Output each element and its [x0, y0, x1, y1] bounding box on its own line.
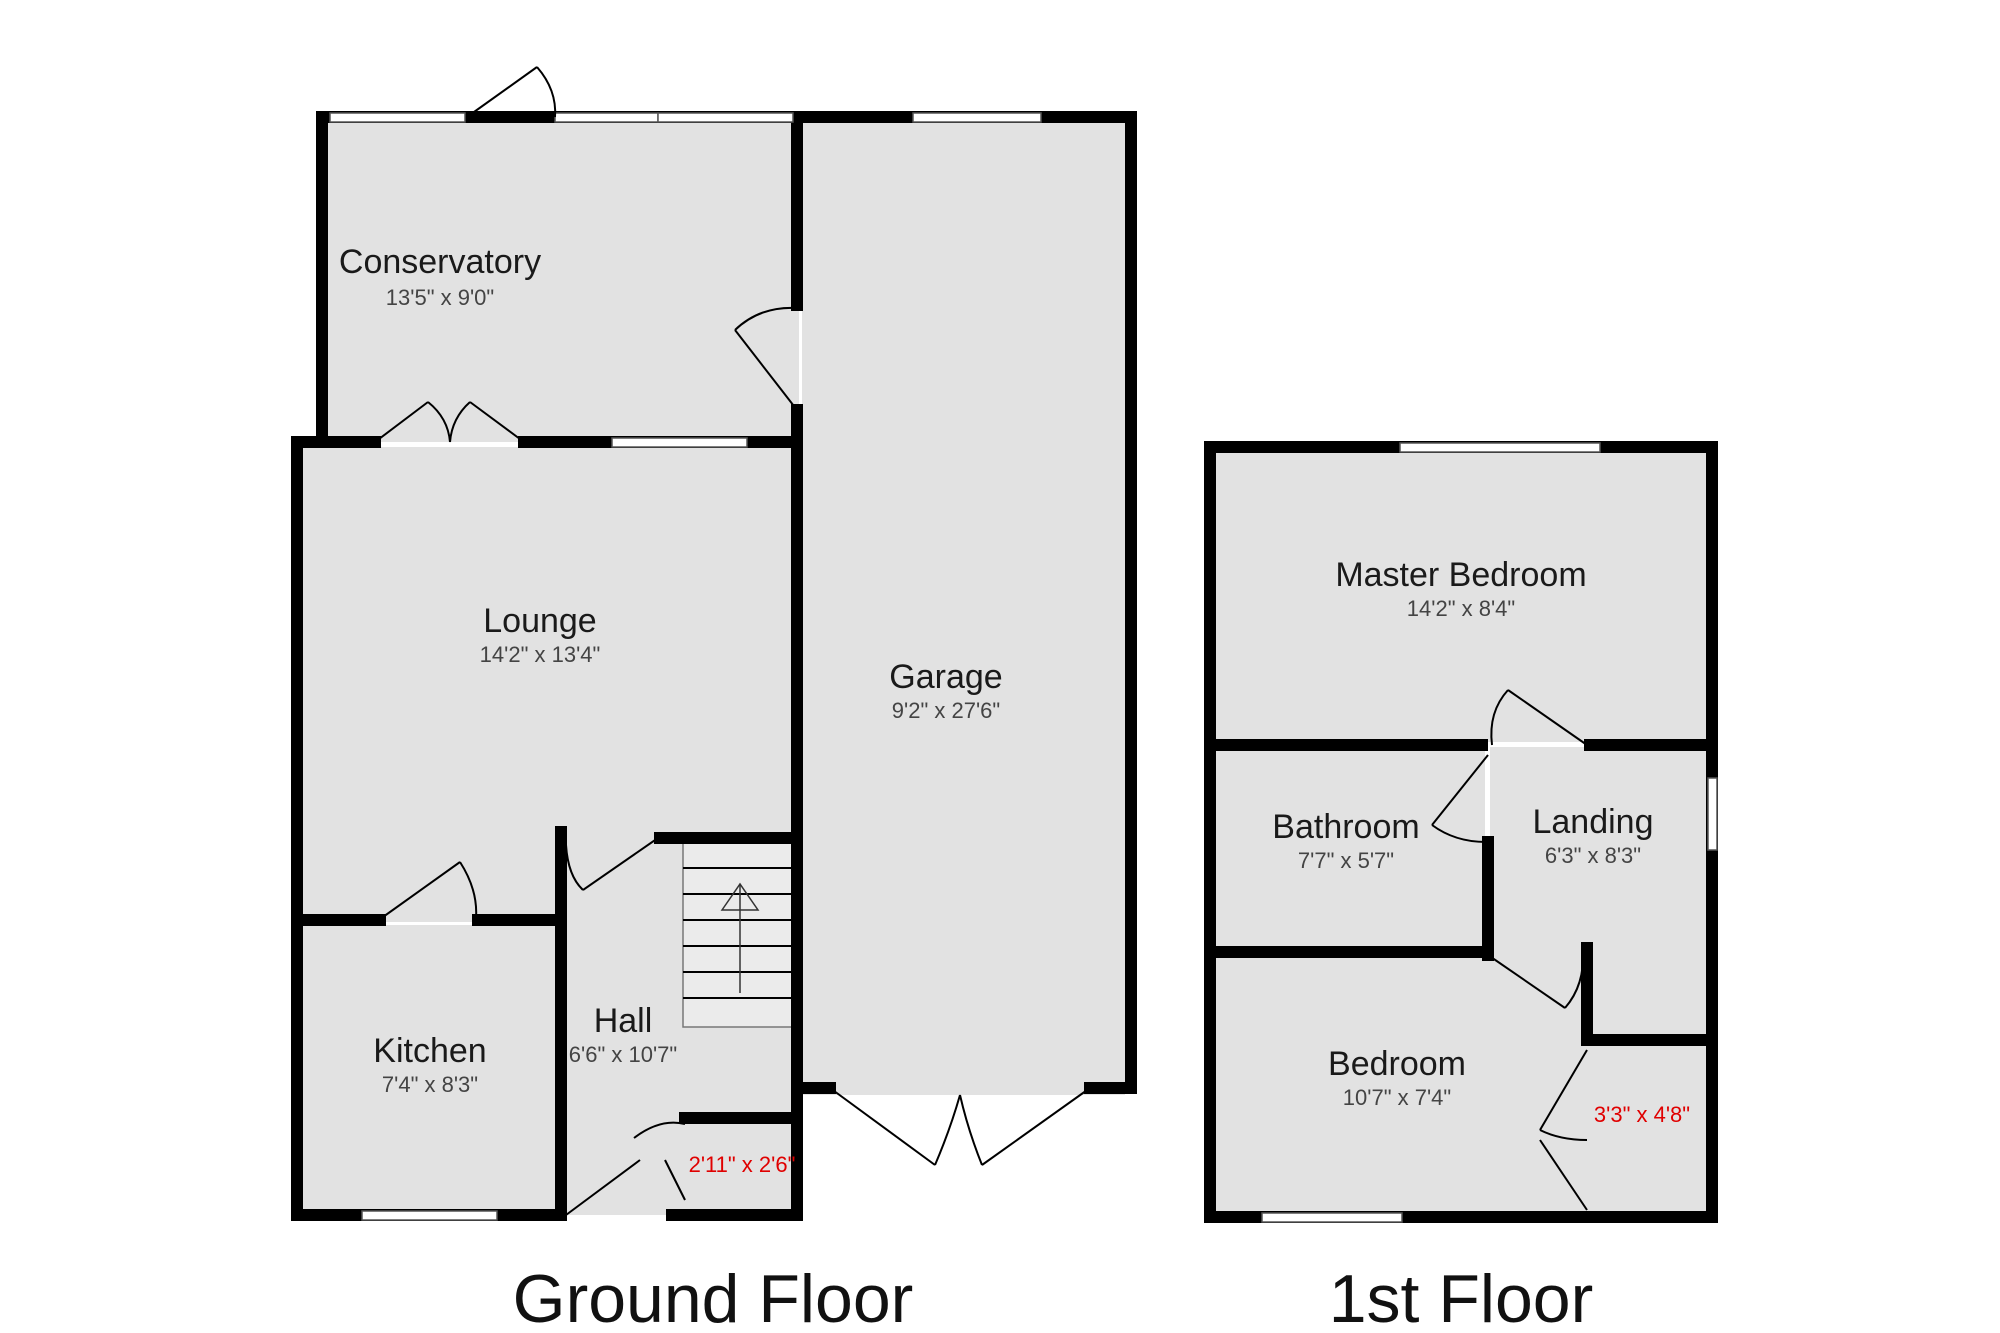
first-floor: Master Bedroom 14'2" x 8'4" Bathroom 7'7…	[1204, 441, 1718, 1333]
cupboard-ground-dims: 2'11" x 2'6"	[689, 1152, 796, 1177]
conservatory-window-mid	[554, 112, 659, 123]
hall-dims: 6'6" x 10'7"	[569, 1042, 677, 1067]
kitchen-window	[361, 1210, 498, 1221]
first-floor-doors	[1431, 689, 1588, 1211]
landing-label: Landing	[1532, 803, 1653, 841]
conservatory-label: Conservatory	[339, 243, 541, 281]
conservatory-window-left	[329, 112, 466, 123]
master-bedroom-dims: 14'2" x 8'4"	[1407, 596, 1515, 621]
garage-label: Garage	[889, 658, 1002, 696]
bathroom-area	[1210, 747, 1485, 947]
lounge-label: Lounge	[483, 602, 596, 640]
lounge-window	[611, 437, 748, 448]
bathroom-label: Bathroom	[1272, 808, 1419, 846]
master-bedroom-area	[1210, 447, 1712, 742]
conservatory-area	[322, 117, 799, 442]
lounge-dims: 14'2" x 13'4"	[480, 642, 601, 667]
landing-window	[1707, 777, 1718, 851]
master-bedroom-window	[1399, 442, 1601, 453]
kitchen-dims: 7'4" x 8'3"	[382, 1072, 478, 1097]
ground-floor-doors	[374, 66, 1091, 1216]
kitchen-label: Kitchen	[373, 1032, 486, 1070]
bedroom-area	[1210, 955, 1712, 1220]
master-bedroom-label: Master Bedroom	[1335, 556, 1586, 594]
bedroom-window	[1261, 1212, 1403, 1223]
bedroom-dims: 10'7" x 7'4"	[1343, 1085, 1451, 1110]
cupboard-ground-area	[685, 1122, 797, 1216]
conservatory-dims: 13'5" x 9'0"	[386, 285, 494, 310]
first-floor-title: 1st Floor	[1329, 1261, 1594, 1333]
kitchen-area	[301, 925, 559, 1215]
ground-floor-title: Ground Floor	[513, 1261, 914, 1333]
garage-area	[802, 122, 1125, 1095]
ground-floor: Conservatory 13'5" x 9'0" Lounge 14'2" x…	[291, 66, 1137, 1333]
garage-dims: 9'2" x 27'6"	[892, 698, 1000, 723]
garage-window	[912, 112, 1042, 123]
landing-dims: 6'3" x 8'3"	[1545, 843, 1641, 868]
conservatory-window-right	[657, 112, 794, 123]
bathroom-dims: 7'7" x 5'7"	[1298, 848, 1394, 873]
bedroom-label: Bedroom	[1328, 1045, 1466, 1083]
staircase	[682, 841, 796, 1028]
hall-label: Hall	[594, 1002, 653, 1040]
cupboard-first-dims: 3'3" x 4'8"	[1594, 1102, 1690, 1127]
